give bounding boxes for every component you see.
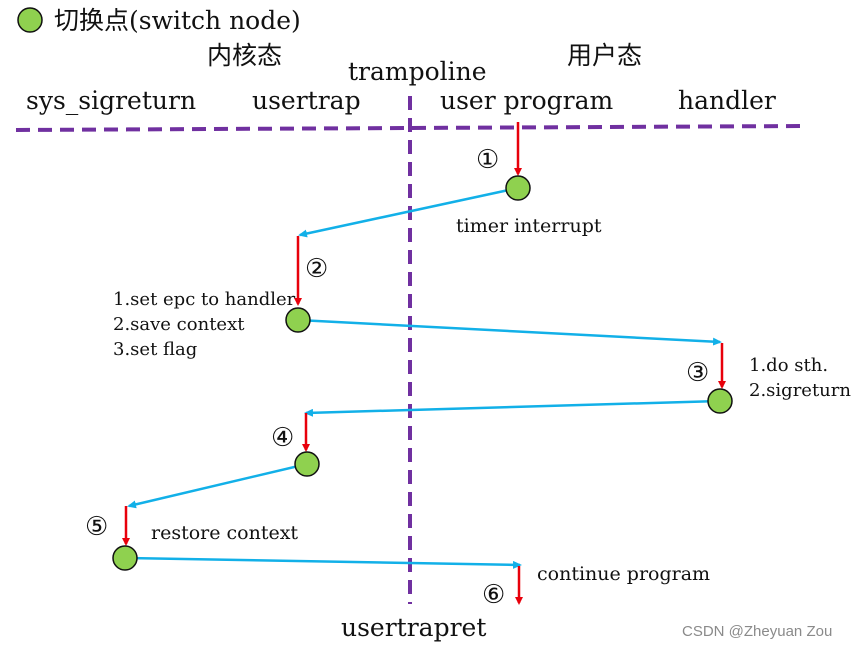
step-number-4: ④ xyxy=(271,423,294,453)
usertrap-label: usertrap xyxy=(252,86,361,115)
user-space-label: 用户态 xyxy=(567,41,642,70)
user-program-label: user program xyxy=(440,86,613,115)
switch-node-3 xyxy=(707,388,733,414)
switch-node-4 xyxy=(294,451,320,477)
handler-step-1: 1.do sth. xyxy=(749,355,828,376)
trampoline-label: trampoline xyxy=(348,57,487,86)
transfer-arrow-4 xyxy=(127,462,308,509)
legend-label: 切换点(switch node) xyxy=(54,6,301,35)
step-number-2: ② xyxy=(305,254,328,284)
transfer-arrow-1 xyxy=(298,186,519,238)
usertrap-step-3: 3.set flag xyxy=(113,339,197,360)
step-number-3: ③ xyxy=(686,358,709,388)
handler-step-2: 2.sigreturn xyxy=(749,380,851,401)
sys-sigreturn-label: sys_sigreturn xyxy=(26,86,196,115)
restore-context-label: restore context xyxy=(151,522,298,544)
switch-node-5 xyxy=(112,545,138,571)
transfer-arrow-5 xyxy=(124,556,522,569)
step-number-1: ① xyxy=(476,145,499,175)
handler-label: handler xyxy=(678,86,776,115)
usertrap-step-2: 2.save context xyxy=(113,314,245,335)
continue-program-label: continue program xyxy=(537,563,710,585)
step-number-6: ⑥ xyxy=(482,580,505,610)
usertrap-step-1: 1.set epc to handler xyxy=(113,289,296,310)
switch-node-1 xyxy=(505,175,531,201)
legend-node-icon xyxy=(17,7,43,33)
switch-node-2 xyxy=(285,307,311,333)
transfer-arrow-3 xyxy=(304,399,721,417)
transfer-arrow-2 xyxy=(297,318,722,346)
timer-interrupt-label: timer interrupt xyxy=(456,215,602,237)
usertrapret-label: usertrapret xyxy=(341,613,486,642)
kernel-space-label: 内核态 xyxy=(207,41,282,70)
watermark: CSDN @Zheyuan Zou xyxy=(682,623,832,640)
step-number-5: ⑤ xyxy=(85,512,108,542)
